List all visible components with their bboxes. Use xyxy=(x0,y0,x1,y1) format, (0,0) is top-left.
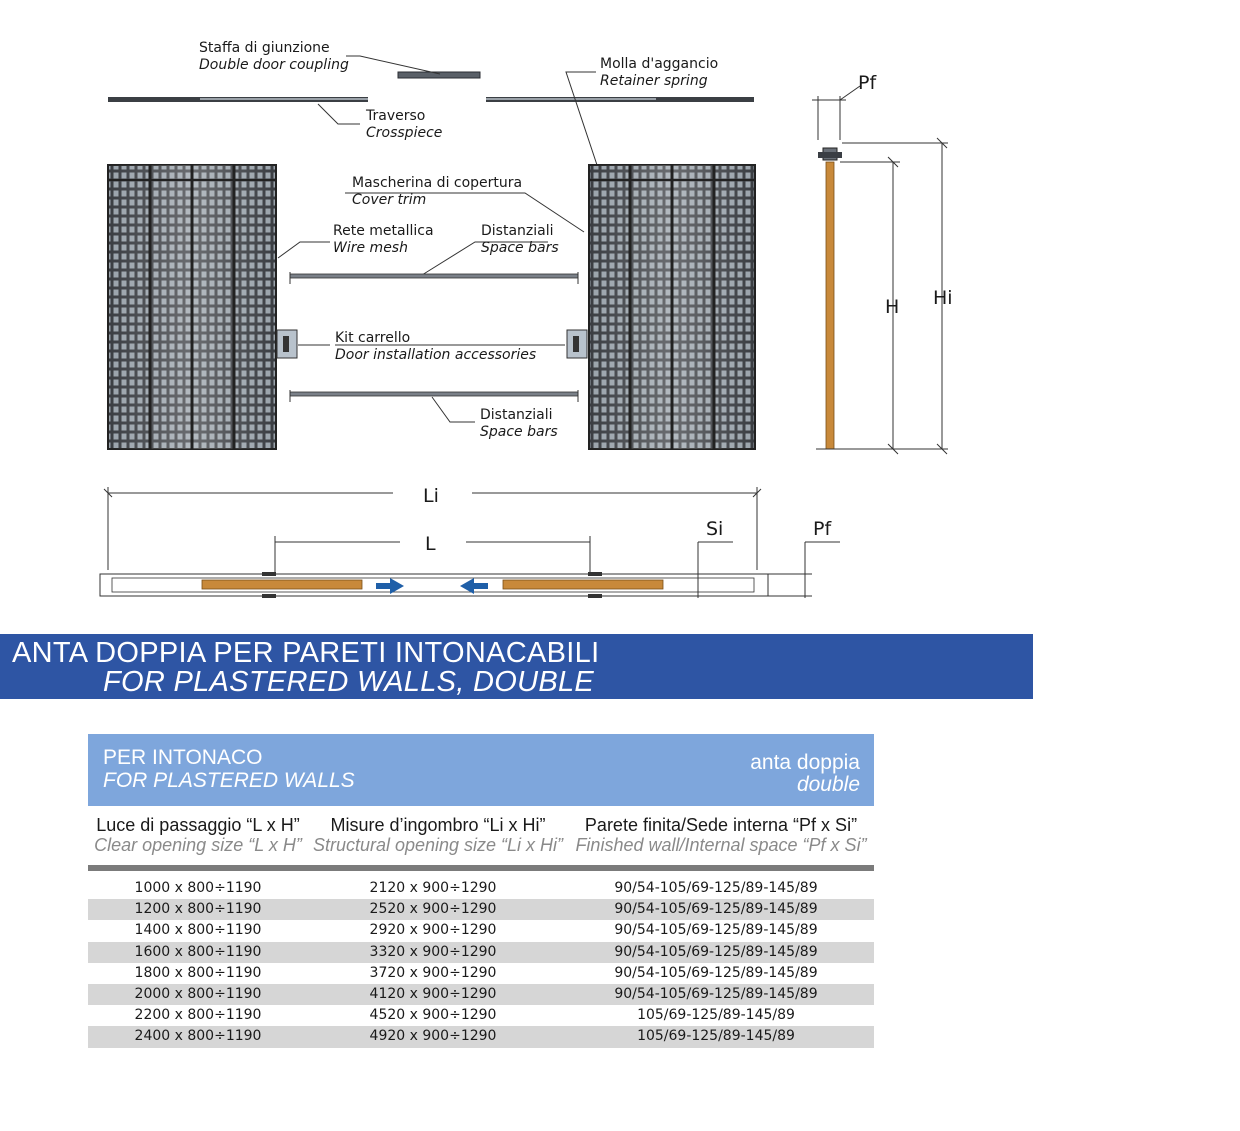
label-en: Space bars xyxy=(481,240,559,256)
column-header-clear-opening: Luce di passaggio “L x H” Clear opening … xyxy=(88,815,308,855)
plan-view xyxy=(99,487,840,598)
dim-pf-top: Pf xyxy=(858,72,877,94)
dim-l: L xyxy=(425,533,436,555)
dim-si: Si xyxy=(706,518,724,540)
label-it: Distanziali xyxy=(480,407,553,423)
cell-structural-opening: 4120 x 900÷1290 xyxy=(369,985,497,1002)
cell-structural-opening: 3320 x 900÷1290 xyxy=(369,943,497,960)
label-wire-mesh: Rete metallica Wire mesh xyxy=(333,223,434,257)
cell-finished-wall: 90/54-105/69-125/89-145/89 xyxy=(614,880,818,896)
column-header-finished-wall: Parete finita/Sede interna “Pf x Si” Fin… xyxy=(568,815,874,855)
label-en: Space bars xyxy=(480,424,558,440)
table-row: 1600 x 800÷1190 3320 x 900÷1290 90/54-105/… xyxy=(88,941,874,963)
cell-clear-opening: 1200 x 800÷1190 xyxy=(134,901,262,918)
label-it: Staffa di giunzione xyxy=(199,40,330,56)
column-header-it: Parete finita/Sede interna “Pf x Si” xyxy=(584,815,858,835)
column-header-it: Misure d’ingombro “Li x Hi” xyxy=(330,815,546,835)
door-installation-accessory-left xyxy=(276,329,298,359)
table-row: 1800 x 800÷1190 3720 x 900÷1290 90/54-105/… xyxy=(88,963,874,984)
side-section-view xyxy=(812,85,948,455)
crosspiece-left xyxy=(108,97,368,102)
cell-clear-opening: 1400 x 800÷1190 xyxy=(134,922,262,939)
wire-mesh-right xyxy=(588,164,756,450)
label-cover-trim: Mascherina di copertura Cover trim xyxy=(352,175,522,209)
table-row: 2200 x 800÷1190 4520 x 900÷1290 105/69-125… xyxy=(88,1005,874,1026)
table-row: 1400 x 800÷1190 2920 x 900÷1290 90/54-105/… xyxy=(88,920,874,941)
table-row: 1200 x 800÷1190 2520 x 900÷1290 90/54-105/… xyxy=(88,899,874,921)
cell-structural-opening: 3720 x 900÷1290 xyxy=(369,964,497,981)
column-header-en: Finished wall/Internal space “Pf x Si” xyxy=(575,835,867,855)
table-head-left-it: PER INTONACO xyxy=(103,746,263,769)
table-header-band: PER INTONACO FOR PLASTERED WALLS anta do… xyxy=(88,734,874,806)
cell-structural-opening: 2120 x 900÷1290 xyxy=(369,880,497,896)
space-bar-top xyxy=(289,272,579,284)
crosspiece-right xyxy=(486,97,754,102)
label-en: Wire mesh xyxy=(333,240,408,256)
arrow-right-icon xyxy=(376,578,404,594)
label-en: Double door coupling xyxy=(199,57,349,73)
cell-clear-opening: 2200 x 800÷1190 xyxy=(134,1007,262,1024)
label-it: Rete metallica xyxy=(333,223,434,239)
banner-title-it: ANTA DOPPIA PER PARETI INTONACABILI xyxy=(12,637,600,669)
column-header-en: Structural opening size “Li x Hi” xyxy=(312,835,564,855)
cell-structural-opening: 2520 x 900÷1290 xyxy=(369,901,497,918)
label-space-bars-bottom: Distanziali Space bars xyxy=(480,407,558,441)
arrow-left-icon xyxy=(460,578,488,594)
technical-drawing xyxy=(99,55,948,598)
dim-pf-bottom: Pf xyxy=(813,518,832,540)
double-door-coupling xyxy=(397,71,481,79)
table-head-right-it: anta doppia xyxy=(750,751,860,774)
cell-finished-wall: 90/54-105/69-125/89-145/89 xyxy=(614,964,818,981)
cell-clear-opening: 2400 x 800÷1190 xyxy=(134,1028,262,1045)
label-it: Mascherina di copertura xyxy=(352,175,523,191)
size-table: 1000 x 800÷1190 2120 x 900÷1290 90/54-105/… xyxy=(88,878,874,1048)
column-header-it: Luce di passaggio “L x H” xyxy=(96,815,300,835)
column-header-structural-opening: Misure d’ingombro “Li x Hi” Structural o… xyxy=(308,815,568,855)
label-en: Cover trim xyxy=(352,192,427,208)
label-space-bars-top: Distanziali Space bars xyxy=(481,223,559,257)
cell-structural-opening: 4520 x 900÷1290 xyxy=(369,1007,497,1024)
space-bar-bottom xyxy=(289,390,579,402)
cell-finished-wall: 105/69-125/89-145/89 xyxy=(637,1028,795,1045)
door-installation-accessory-right xyxy=(566,329,588,359)
label-en: Retainer spring xyxy=(600,73,708,89)
label-retainer-spring: Molla d'aggancio Retainer spring xyxy=(600,56,718,90)
label-en: Crosspiece xyxy=(366,125,443,141)
table-row: 2000 x 800÷1190 4120 x 900÷1290 90/54-105/… xyxy=(88,983,874,1006)
table-head-right-en: double xyxy=(796,773,860,796)
label-en: Door installation accessories xyxy=(335,347,537,363)
table-row: 2400 x 800÷1190 4920 x 900÷1290 105/69-125… xyxy=(88,1026,874,1048)
label-it: Kit carrello xyxy=(335,330,411,346)
label-it: Traverso xyxy=(366,108,426,124)
column-header-en: Clear opening size “L x H” xyxy=(94,835,302,855)
label-double-door-coupling: Staffa di giunzione Double door coupling xyxy=(199,40,349,74)
banner-title-en: FOR PLASTERED WALLS, DOUBLE xyxy=(103,666,595,698)
table-row: 1000 x 800÷1190 2120 x 900÷1290 90/54-105/… xyxy=(88,878,874,899)
cell-structural-opening: 2920 x 900÷1290 xyxy=(369,922,497,939)
wire-mesh-left xyxy=(107,164,277,450)
label-door-installation-accessories: Kit carrello Door installation accessori… xyxy=(335,330,536,364)
dim-li: Li xyxy=(423,485,439,507)
label-it: Molla d'aggancio xyxy=(600,56,719,72)
cell-clear-opening: 1800 x 800÷1190 xyxy=(134,964,262,981)
dim-hi: Hi xyxy=(933,287,953,309)
table-header-rule xyxy=(88,865,874,871)
leader-lines xyxy=(277,55,599,423)
cell-finished-wall: 90/54-105/69-125/89-145/89 xyxy=(614,922,818,939)
cell-finished-wall: 105/69-125/89-145/89 xyxy=(637,1007,795,1024)
cell-finished-wall: 90/54-105/69-125/89-145/89 xyxy=(614,943,818,960)
dim-h: H xyxy=(885,296,900,318)
cell-clear-opening: 1600 x 800÷1190 xyxy=(134,943,262,960)
cell-clear-opening: 2000 x 800÷1190 xyxy=(134,985,262,1002)
cell-finished-wall: 90/54-105/69-125/89-145/89 xyxy=(614,901,818,918)
label-it: Distanziali xyxy=(481,223,554,239)
cell-clear-opening: 1000 x 800÷1190 xyxy=(134,880,262,896)
product-title-banner: ANTA DOPPIA PER PARETI INTONACABILI FOR … xyxy=(0,634,1033,699)
label-crosspiece: Traverso Crosspiece xyxy=(366,108,442,142)
table-head-left-en: FOR PLASTERED WALLS xyxy=(103,769,355,792)
cell-structural-opening: 4920 x 900÷1290 xyxy=(369,1028,497,1045)
cell-finished-wall: 90/54-105/69-125/89-145/89 xyxy=(614,985,818,1002)
